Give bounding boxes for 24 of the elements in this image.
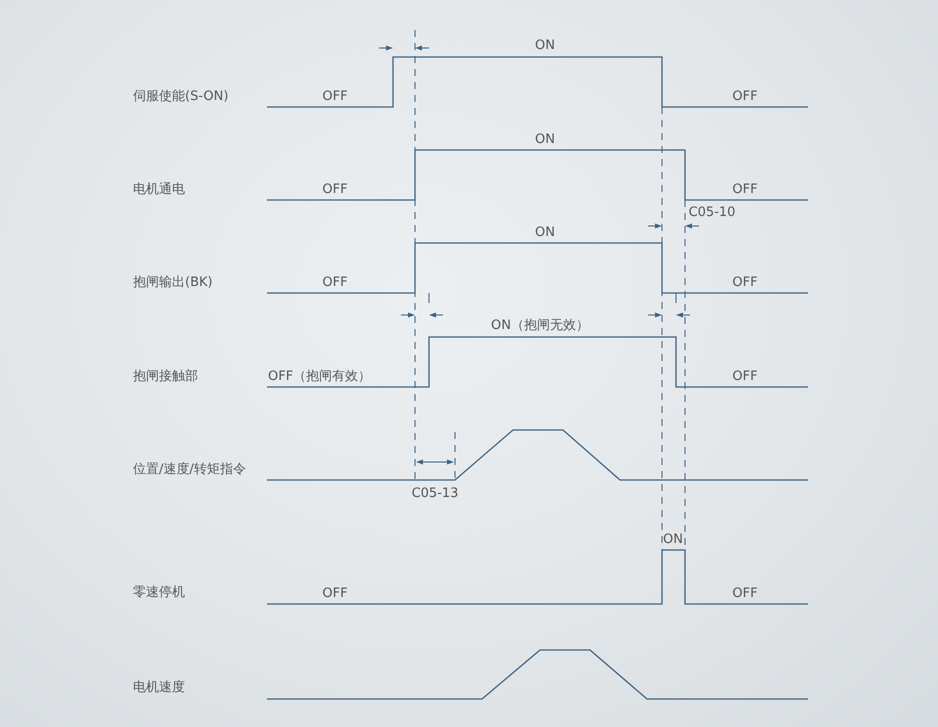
state-label: OFF [322, 586, 348, 602]
state-label: OFF [732, 89, 758, 105]
state-label: OFF [322, 275, 348, 291]
state-label: ON（抱闸无效） [491, 318, 589, 334]
state-label: OFF [322, 89, 348, 105]
state-label: OFF（抱闸有效） [268, 369, 372, 385]
state-label: OFF [732, 275, 758, 291]
state-label: ON [535, 132, 555, 148]
parameter-label: C05-13 [412, 486, 458, 502]
signal-name: 伺服使能(S-ON) [133, 89, 228, 105]
parameter-label: C05-10 [688, 205, 736, 221]
state-label: OFF [732, 182, 758, 198]
state-label: OFF [732, 586, 758, 602]
state-label: OFF [732, 369, 758, 385]
signal-name: 抱闸输出(BK) [133, 275, 213, 291]
signal-name: 抱闸接触部 [133, 369, 198, 385]
state-label: ON [535, 38, 555, 54]
state-label: ON [663, 532, 683, 548]
signal-name: 电机通电 [133, 182, 185, 198]
signal-name: 位置/速度/转矩指令 [133, 462, 246, 478]
state-label: OFF [322, 182, 348, 198]
signal-name: 零速停机 [133, 585, 185, 601]
state-label: ON [535, 225, 555, 241]
signal-name: 电机速度 [133, 680, 185, 696]
